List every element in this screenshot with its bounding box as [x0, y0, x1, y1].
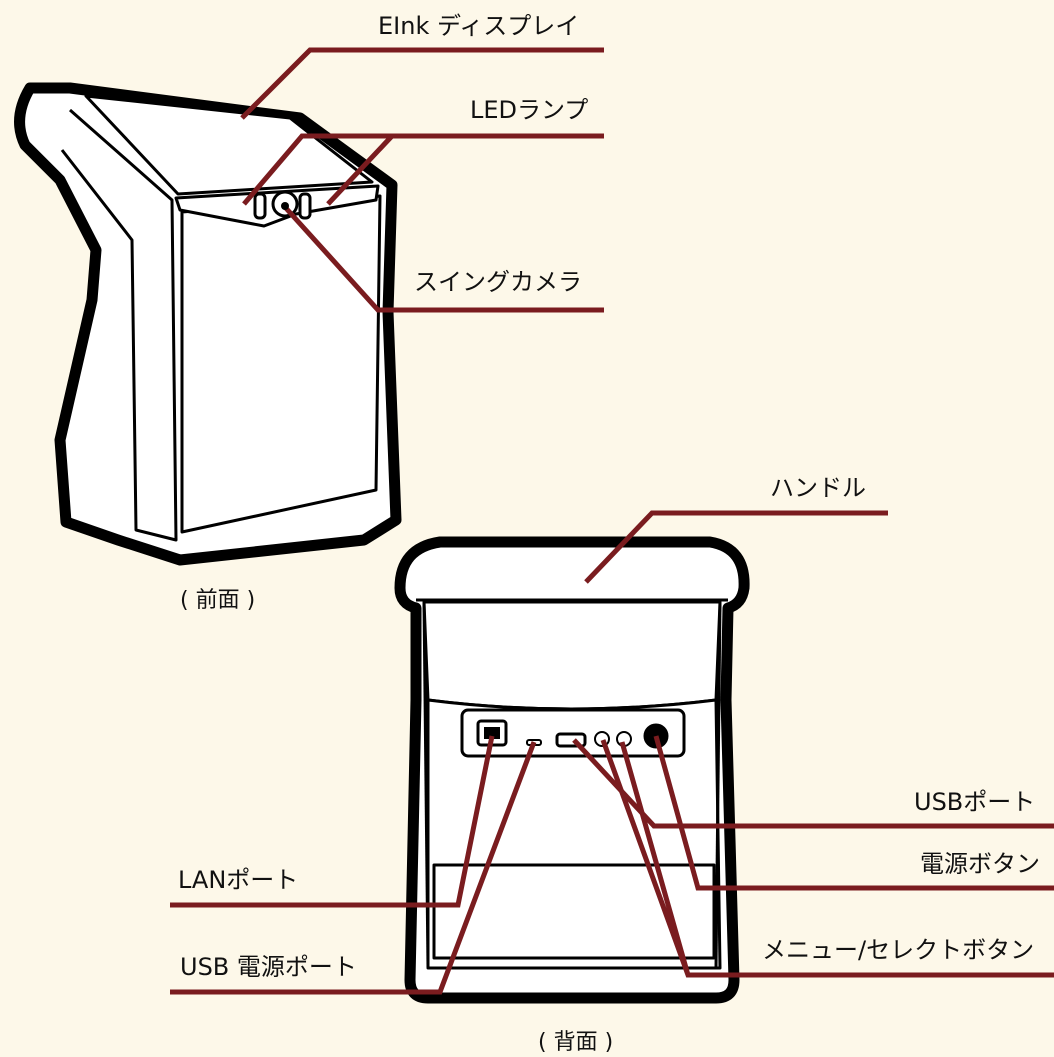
label-usb-power-port: USB 電源ポート [180, 953, 357, 981]
caption-back: ( 背面 ) [538, 1030, 614, 1055]
label-usb-port: USBポート [914, 788, 1036, 816]
leader-handle [584, 510, 888, 584]
label-power-button: 電源ボタン [920, 850, 1040, 878]
back-panel [422, 600, 722, 711]
label-lan-port: LANポート [178, 866, 299, 894]
camera-dot [281, 202, 289, 210]
camera-lens-left [253, 192, 267, 220]
front-side-panel [60, 108, 178, 542]
leader-ends [281, 202, 289, 210]
ports [476, 719, 669, 749]
leader-menu-select [600, 739, 1054, 978]
eink-display-panel [84, 94, 374, 196]
leader-lan-port [170, 735, 495, 908]
back-right-edge [714, 601, 722, 969]
front-device [14, 82, 402, 566]
label-menu-select-button: メニュー/セレクトボタン [762, 936, 1035, 964]
caption-front: ( 前面 ) [180, 588, 256, 613]
leader-eink-display [240, 47, 604, 120]
leader-power-button [653, 735, 1054, 891]
port-area [432, 863, 716, 960]
label-led-lamp: LEDランプ [470, 96, 589, 124]
leader-usb-port [572, 738, 1054, 829]
leader-lines [170, 47, 1054, 995]
label-swing-camera: スイングカメラ [414, 268, 582, 296]
leader-swing-camera [282, 204, 604, 313]
front-face [180, 194, 382, 534]
lan-port-inner [484, 727, 500, 739]
leader-usb-power [170, 741, 537, 995]
label-handle: ハンドル [770, 474, 866, 502]
leader-led-lamp [242, 133, 604, 206]
label-eink-display: EInk ディスプレイ [378, 12, 580, 40]
camera-lens-right [298, 192, 312, 220]
back-device [394, 536, 750, 1004]
